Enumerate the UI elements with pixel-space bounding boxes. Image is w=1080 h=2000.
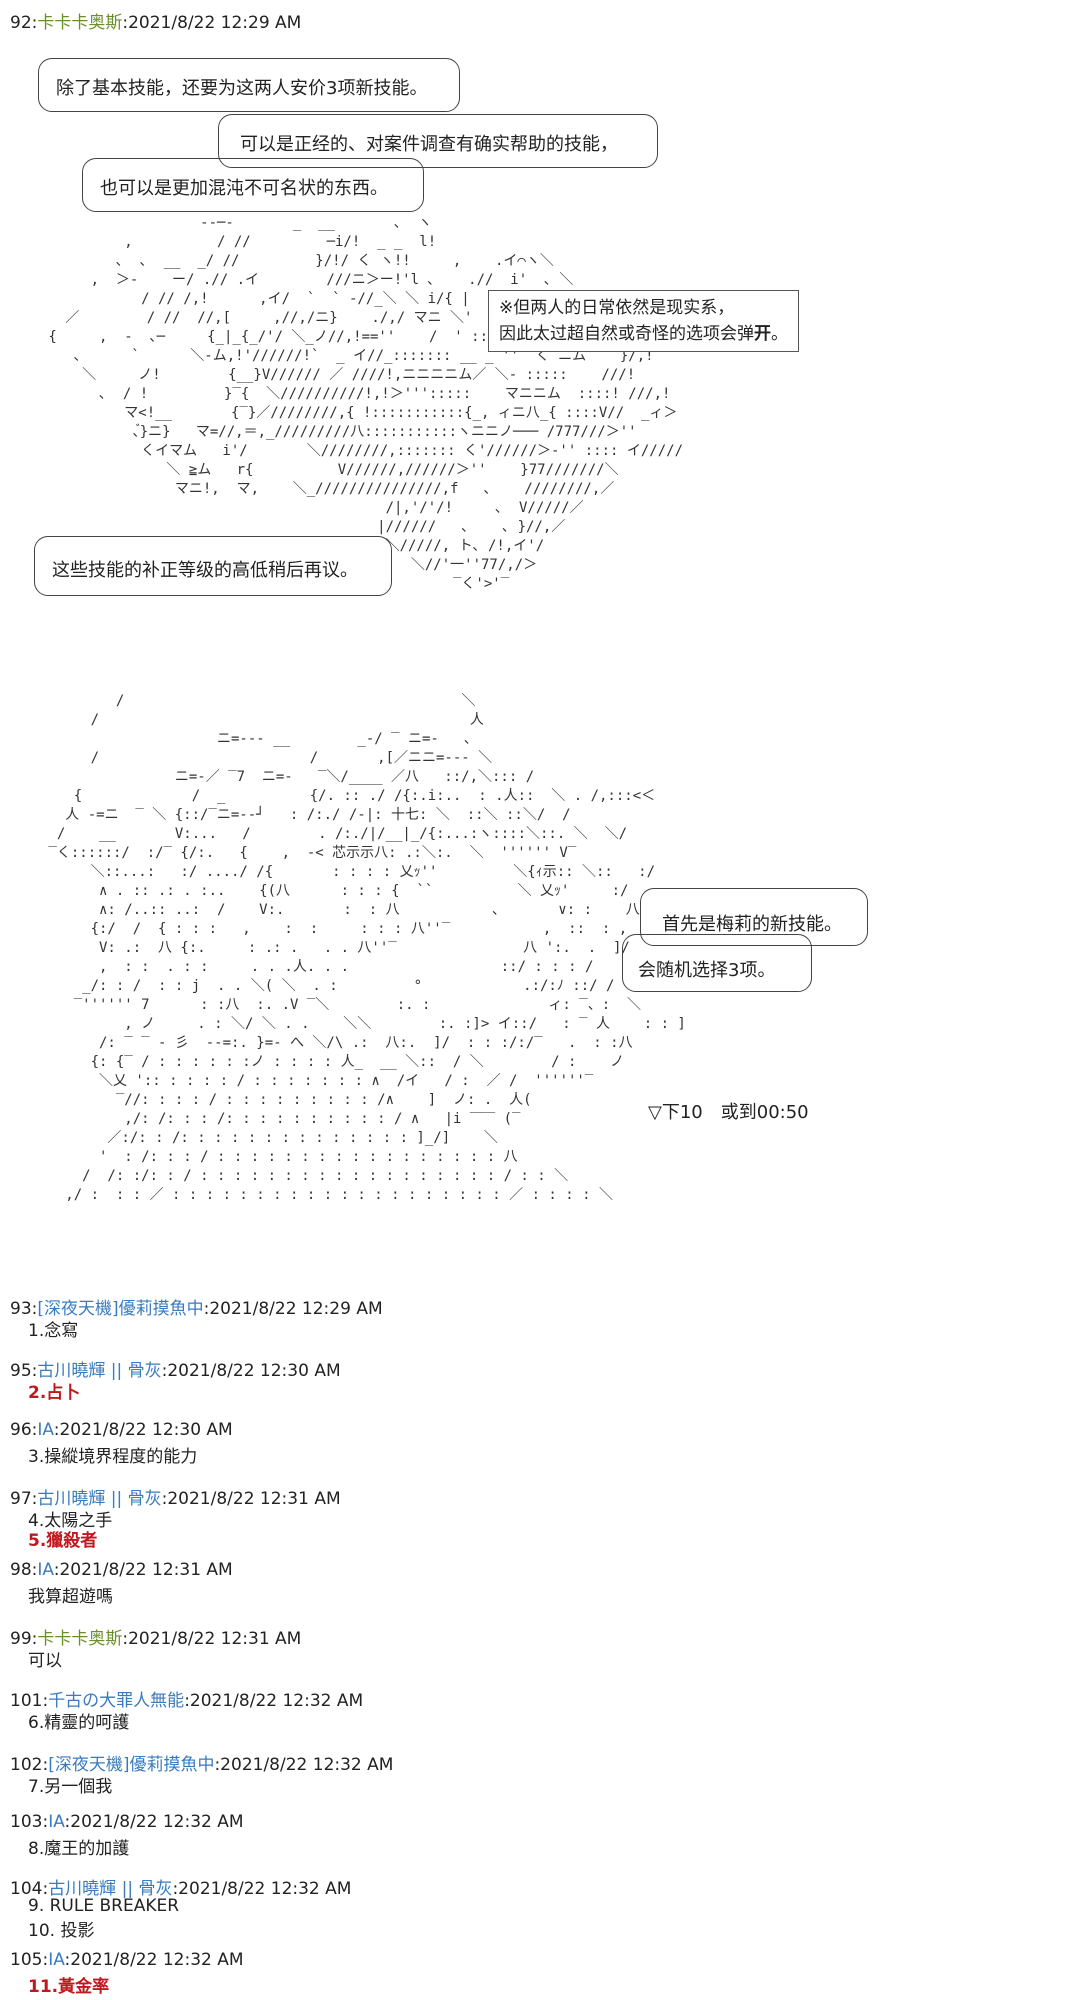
- post-number: 102:: [10, 1755, 49, 1775]
- post-timestamp: :2021/8/22 12:29 AM: [203, 1299, 383, 1319]
- post-number: 103:: [10, 1812, 49, 1832]
- post-header: 105:IA:2021/8/22 12:32 AM: [10, 1950, 244, 1970]
- poster-name[interactable]: IA: [48, 1812, 65, 1832]
- post-timestamp: :2021/8/22 12:32 AM: [64, 1950, 244, 1970]
- poster-name[interactable]: 古川曉輝 || 骨灰: [48, 1879, 173, 1899]
- post-timestamp: :2021/8/22 12:32 AM: [64, 1812, 244, 1832]
- post-timestamp: :2021/8/22 12:31 AM: [122, 1629, 302, 1649]
- post-number: 99:: [10, 1629, 38, 1649]
- post-body-line: 10. 投影: [28, 1921, 95, 1941]
- speech-bubble-6: 会随机选择3项。: [622, 934, 812, 992]
- post-body-line: 2.占卜: [28, 1383, 81, 1403]
- post-number: 97:: [10, 1489, 38, 1509]
- post-timestamp: :2021/8/22 12:31 AM: [53, 1560, 233, 1580]
- bubble-frame: [640, 888, 868, 946]
- post-number: 104:: [10, 1879, 49, 1899]
- poster-name[interactable]: 古川曉輝 || 骨灰: [37, 1489, 162, 1509]
- poster-name[interactable]: [深夜天機]優莉摸魚中: [37, 1299, 204, 1319]
- post-number: 96:: [10, 1420, 38, 1440]
- post-header: 97:古川曉輝 || 骨灰:2021/8/22 12:31 AM: [10, 1484, 341, 1509]
- post-header: 103:IA:2021/8/22 12:32 AM: [10, 1812, 244, 1832]
- post-timestamp: :2021/8/22 12:31 AM: [161, 1489, 341, 1509]
- post-timestamp: :2021/8/22 12:32 AM: [214, 1755, 394, 1775]
- bubble-frame: [82, 158, 424, 212]
- post-timestamp: :2021/8/22 12:32 AM: [172, 1879, 352, 1899]
- speech-bubble-3: 也可以是更加混沌不可名状的东西。: [82, 158, 424, 212]
- post-timestamp: :2021/8/22 12:30 AM: [53, 1420, 233, 1440]
- post-header: 101:千古の大罪人無能:2021/8/22 12:32 AM: [10, 1686, 363, 1711]
- post-header: 98:IA:2021/8/22 12:31 AM: [10, 1560, 233, 1580]
- speech-bubble-1: 除了基本技能，还要为这两人安价3项新技能。: [38, 58, 460, 112]
- post-body-line: 8.魔王的加護: [28, 1839, 130, 1859]
- roll-instruction: ▽下10 或到00:50: [648, 1102, 809, 1123]
- poster-name[interactable]: 千古の大罪人無能: [48, 1691, 185, 1711]
- post-body-line: 5.獵殺者: [28, 1531, 98, 1551]
- post-header: 102:[深夜天機]優莉摸魚中:2021/8/22 12:32 AM: [10, 1750, 393, 1775]
- post-number: 95:: [10, 1361, 38, 1381]
- post-body-line: 7.另一個我: [28, 1777, 113, 1797]
- post-body-line: 11.黃金率: [28, 1977, 110, 1997]
- post-header: 93:[深夜天機]優莉摸魚中:2021/8/22 12:29 AM: [10, 1294, 383, 1319]
- poster-name[interactable]: IA: [48, 1950, 65, 1970]
- post-body-line: 我算超遊嗎: [28, 1587, 113, 1607]
- note-box: ※但两人的日常依然是现实系， 因此太过超自然或奇怪的选项会弹开。: [488, 290, 799, 352]
- post-number: 93:: [10, 1299, 38, 1319]
- poster-name[interactable]: 古川曉輝 || 骨灰: [37, 1361, 162, 1381]
- poster-name[interactable]: IA: [37, 1560, 54, 1580]
- post-body-line: 3.操縱境界程度的能力: [28, 1447, 198, 1467]
- speech-bubble-4: 这些技能的补正等级的高低稍后再议。: [34, 536, 392, 596]
- post-number: 98:: [10, 1560, 38, 1580]
- post-timestamp: :2021/8/22 12:32 AM: [184, 1691, 364, 1711]
- post-header: 99:卡卡卡奥斯:2021/8/22 12:31 AM: [10, 1624, 301, 1649]
- poster-name[interactable]: 卡卡卡奥斯: [37, 1629, 123, 1649]
- post-body-line: 9. RULE BREAKER: [28, 1896, 180, 1916]
- post-body-line: 可以: [28, 1651, 62, 1671]
- post-header-92: 92:卡卡卡奥斯:2021/8/22 12:29 AM: [10, 13, 302, 33]
- bubble-frame: [218, 114, 658, 168]
- poster-name[interactable]: IA: [37, 1420, 54, 1440]
- bubble-frame: [34, 536, 392, 596]
- bubble-frame: [38, 58, 460, 112]
- post-body-line: 6.精靈的呵護: [28, 1713, 130, 1733]
- poster-name[interactable]: [深夜天機]優莉摸魚中: [48, 1755, 215, 1775]
- post-header: 96:IA:2021/8/22 12:30 AM: [10, 1420, 233, 1440]
- post-number: 101:: [10, 1691, 49, 1711]
- post-header: 95:古川曉輝 || 骨灰:2021/8/22 12:30 AM: [10, 1356, 341, 1381]
- post-timestamp: :2021/8/22 12:30 AM: [161, 1361, 341, 1381]
- speech-bubble-5: 首先是梅莉的新技能。: [640, 888, 868, 946]
- post-body-line: 4.太陽之手: [28, 1511, 113, 1531]
- post-number: 105:: [10, 1950, 49, 1970]
- post-header: 104:古川曉輝 || 骨灰:2021/8/22 12:32 AM: [10, 1874, 351, 1899]
- bubble-frame: [622, 934, 812, 992]
- poster-name[interactable]: 卡卡卡奥斯: [37, 13, 123, 33]
- speech-bubble-2: 可以是正经的、对案件调查有确实帮助的技能，: [218, 114, 658, 168]
- ascii-art-merry: / ＼ / 人 ニ=--- __ _-/ ‾ ニ=- ､ / / ,[／ニニ=-…: [48, 693, 686, 1203]
- post-body-line: 1.念寫: [28, 1321, 79, 1341]
